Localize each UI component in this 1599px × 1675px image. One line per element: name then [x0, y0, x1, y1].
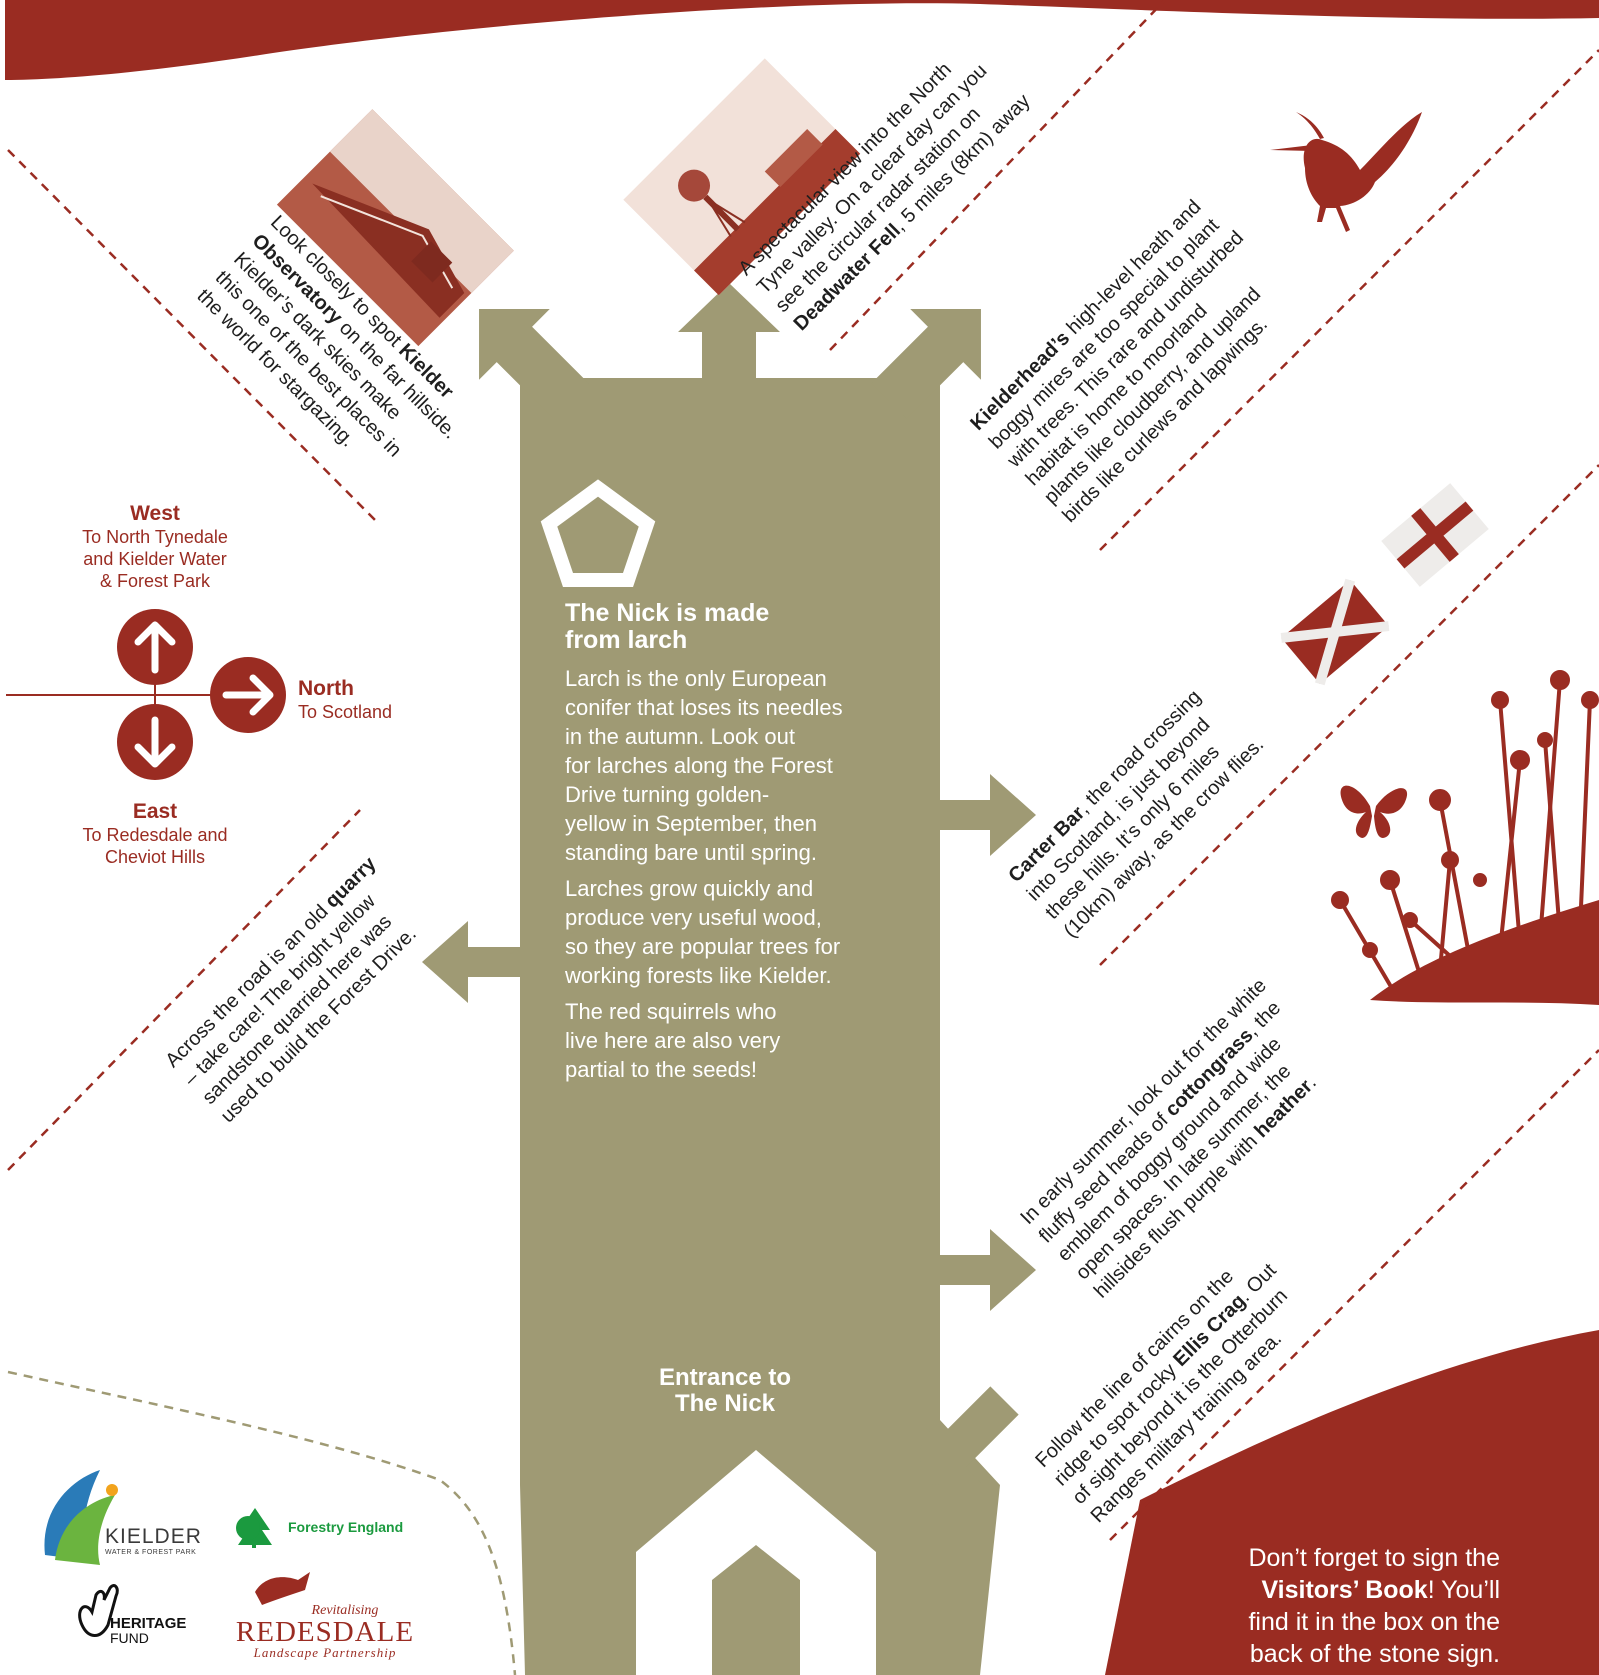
west-line-1: To North Tynedale — [82, 527, 228, 547]
p1-line: for larches along the Forest — [565, 753, 833, 778]
center-title-line-1: The Nick is made — [565, 599, 770, 627]
kielder-logo-mark — [44, 1470, 118, 1565]
visitors-line-4: back of the stone sign. — [1249, 1640, 1500, 1668]
east-line-2: Cheviot Hills — [104, 847, 206, 867]
redesdale-logo-mark — [255, 1572, 310, 1605]
p1-line: standing bare until spring. — [565, 840, 817, 865]
dashed-line-2 — [829, 0, 1166, 351]
bottom-right-red-area — [1105, 1330, 1599, 1675]
p1-line: conifer that loses its needles — [565, 695, 843, 720]
p3-line: The red squirrels who — [565, 999, 777, 1024]
p1-line: Drive turning golden- — [565, 782, 770, 807]
center-title-line-2: from larch — [565, 626, 688, 654]
center-title: The Nick is made from larch — [565, 600, 925, 654]
west-line-3: & Forest Park — [99, 571, 211, 591]
forestry-logo-mark — [236, 1508, 272, 1548]
visitors-line-3: find it in the box on the — [1248, 1608, 1500, 1636]
arrow-right-cottongrass — [940, 1229, 1036, 1311]
center-para-2: Larches grow quickly and produce very us… — [565, 874, 925, 990]
kielder-logo-sub: WATER & FOREST PARK — [105, 1549, 197, 1556]
scotland-flag-icon — [1280, 578, 1390, 686]
kielder-logo: KIELDER WATER & FOREST PARK — [105, 1525, 202, 1556]
entrance-line-2: The Nick — [674, 1390, 776, 1417]
visitors-book-note: Don’t forget to sign the Visitors’ Book!… — [1140, 1542, 1500, 1670]
heritage-fund-logo: HERITAGE FUND — [110, 1615, 187, 1646]
kielder-logo-name: KIELDER — [105, 1525, 202, 1548]
p2-line: so they are popular trees for — [565, 934, 841, 959]
p3-line: partial to the seeds! — [565, 1057, 758, 1082]
butterfly-icon — [1340, 785, 1408, 838]
west-title: West — [130, 502, 180, 525]
observatory-photo — [276, 109, 514, 347]
arrow-up-left — [479, 309, 589, 419]
arrow-left-quarry — [422, 921, 520, 1003]
compass-east: East To Redesdale and Cheviot Hills — [60, 800, 250, 868]
entrance-arrow-icon — [636, 1450, 876, 1675]
dashed-line-5 — [7, 809, 361, 1171]
east-title: East — [132, 800, 178, 823]
lapwing-icon — [1270, 112, 1422, 232]
compass-west: West To North Tynedale and Kielder Water… — [60, 502, 250, 592]
p3-line: live here are also very — [565, 1028, 781, 1053]
arrow-up-right — [871, 309, 981, 419]
redesdale-logo-sub: Landscape Partnership — [253, 1645, 397, 1660]
p2-line: produce very useful wood, — [565, 905, 822, 930]
p2-line: Larches grow quickly and — [565, 876, 814, 901]
redesdale-logo-top: Revitalising — [311, 1603, 379, 1618]
heritage-logo-name: HERITAGE — [110, 1615, 187, 1632]
north-title: North — [298, 677, 354, 700]
dashed-line-1 — [7, 149, 376, 521]
compass-north: North To Scotland — [298, 677, 392, 723]
entrance-label: Entrance to The Nick — [610, 1365, 840, 1417]
center-para-1: Larch is the only European conifer that … — [565, 664, 925, 867]
p1-line: Larch is the only European — [565, 666, 827, 691]
north-line-1: To Scotland — [298, 702, 393, 722]
forestry-logo-name: Forestry England — [288, 1519, 404, 1535]
east-line-1: To Redesdale and — [82, 825, 228, 845]
central-column — [520, 378, 1000, 1675]
center-text: The Nick is made from larch Larch is the… — [565, 600, 925, 1084]
olive-dashed-path — [7, 1370, 517, 1675]
p2-line: working forests like Kielder. — [565, 963, 832, 988]
p1-line: yellow in September, then — [565, 811, 817, 836]
pentagon-icon — [540, 479, 656, 587]
grasses-silhouette — [1331, 670, 1599, 1005]
compass-graphic — [6, 609, 286, 780]
west-line-2: and Kielder Water — [83, 549, 227, 569]
dashed-line-3 — [1099, 49, 1599, 551]
center-para-3: The red squirrels who live here are also… — [565, 997, 925, 1084]
redesdale-logo-name: REDESDALE — [235, 1616, 415, 1648]
england-flag-icon — [1381, 483, 1489, 587]
visitors-bold: Visitors’ Book — [1261, 1576, 1428, 1604]
dashed-line-6 — [1109, 1049, 1599, 1541]
arrow-up-center — [678, 283, 780, 378]
dashed-line-4 — [1099, 464, 1599, 966]
arrow-down-right-ellis — [919, 1386, 1019, 1486]
redesdale-logo: Revitalising REDESDALE Landscape Partner… — [230, 1604, 420, 1660]
radar-photo — [623, 58, 861, 296]
visitors-line-1: Don’t forget to sign the — [1248, 1544, 1500, 1572]
heritage-logo-mark — [78, 1584, 119, 1637]
entrance-line-1: Entrance to — [658, 1364, 792, 1391]
visitors-text: ! You’ll — [1427, 1576, 1500, 1604]
p1-line: in the autumn. Look out — [565, 724, 795, 749]
top-red-band — [5, 0, 1599, 80]
heritage-logo-sub: FUND — [110, 1630, 149, 1646]
forestry-england-logo: Forestry England — [288, 1519, 403, 1535]
arrow-right-carter — [940, 774, 1036, 856]
